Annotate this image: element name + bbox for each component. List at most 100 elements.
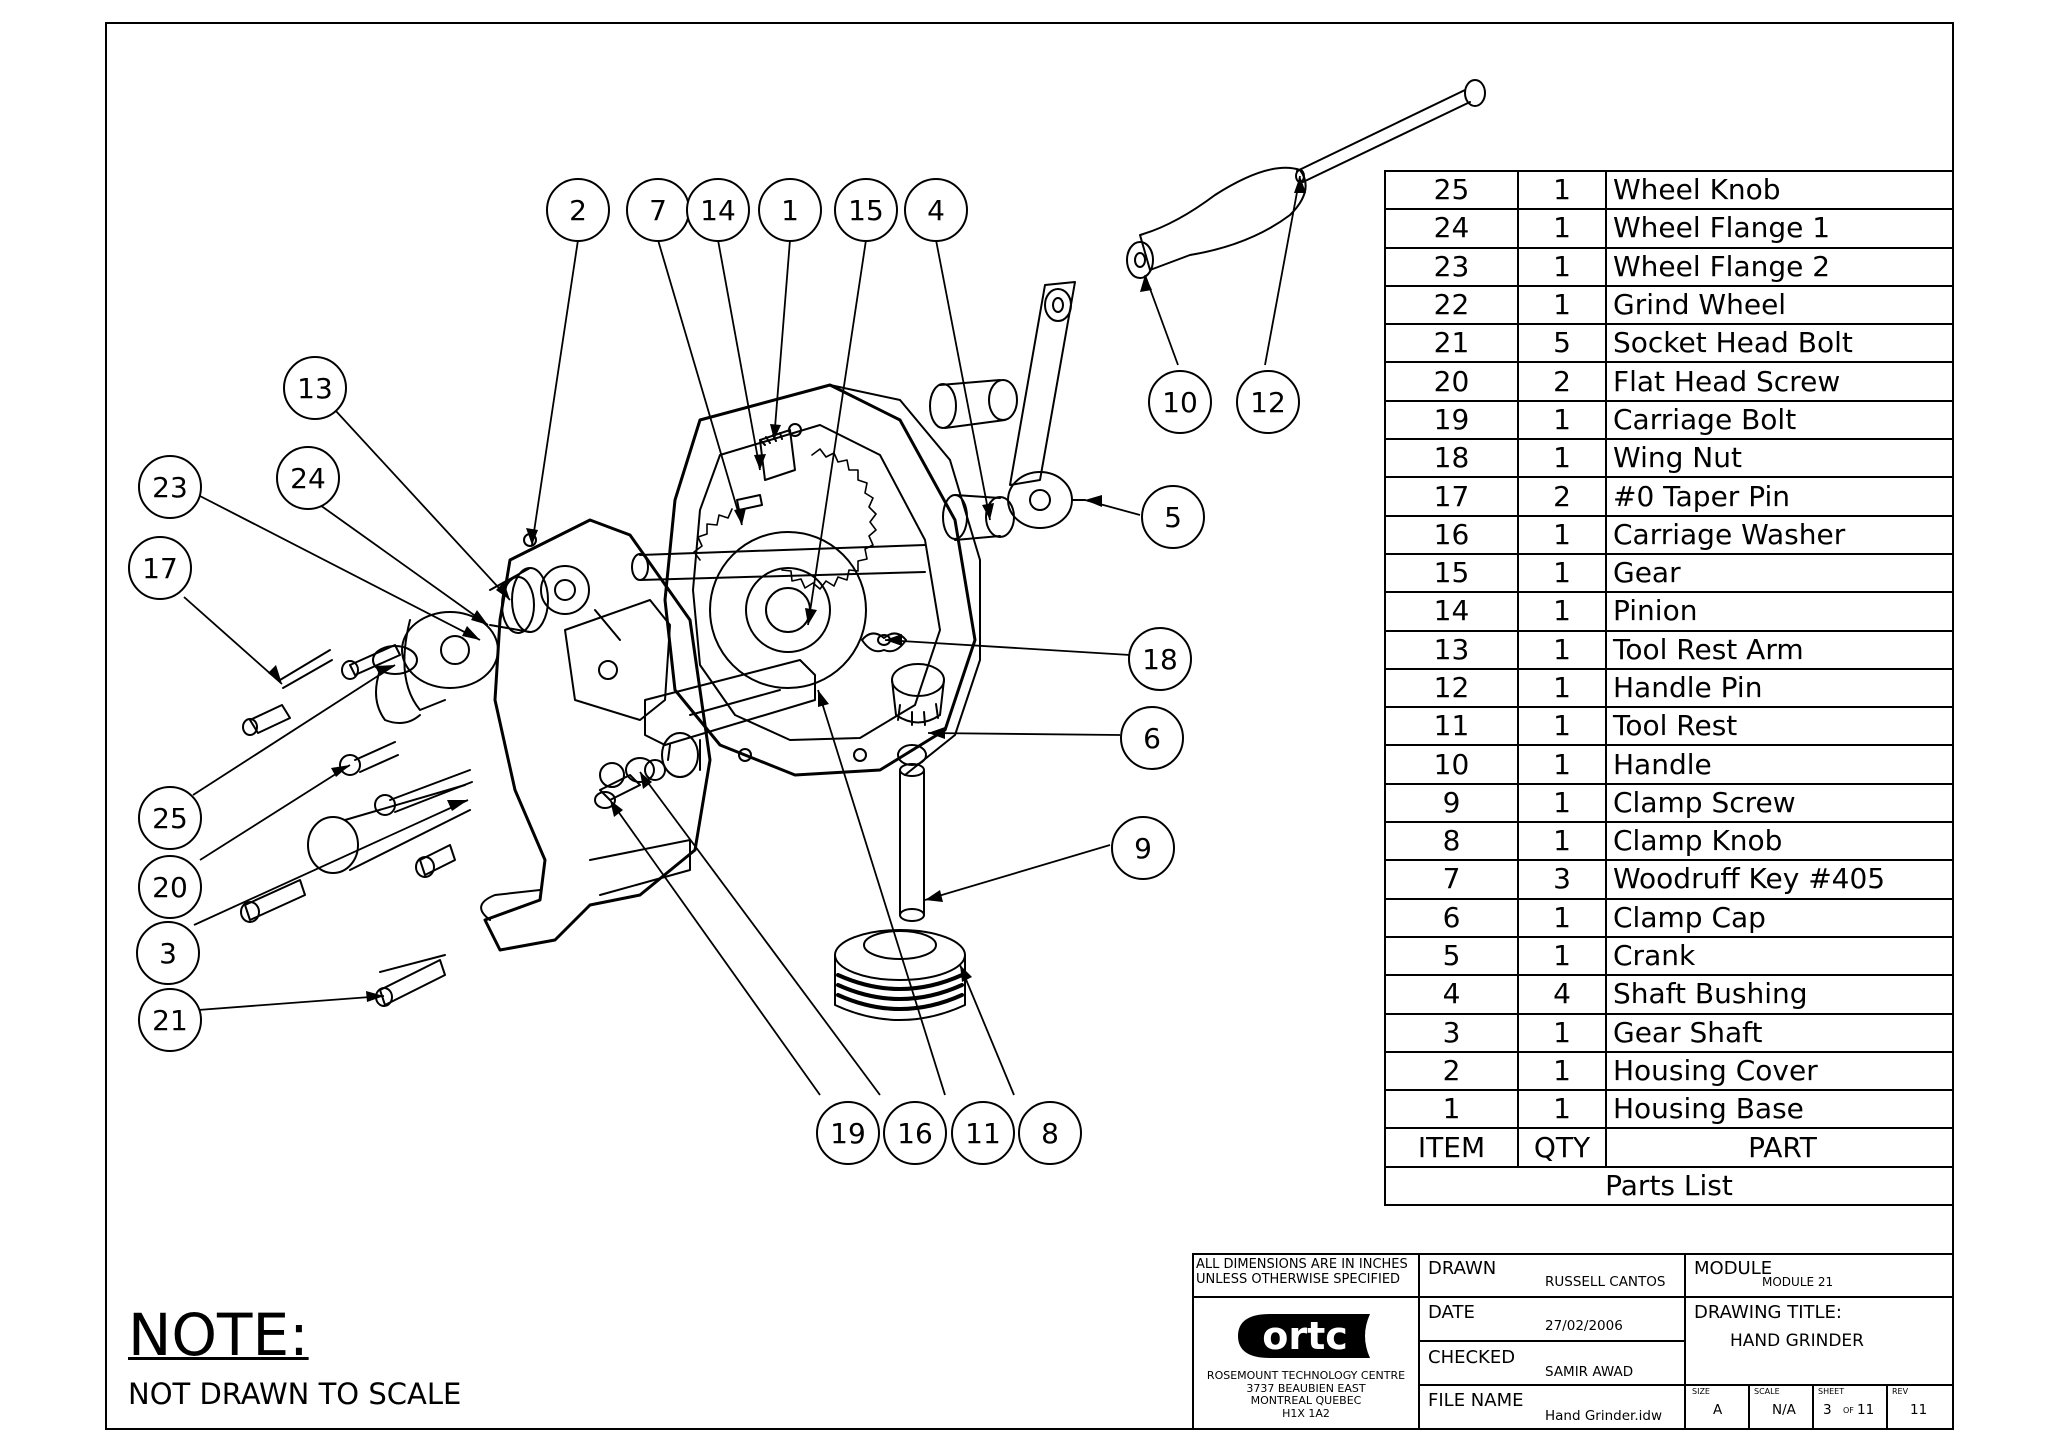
item-balloon: 20 [138,855,202,919]
row-qty: 1 [1517,591,1607,632]
header-qty: QTY [1517,1127,1607,1168]
org-name: ROSEMOUNT TECHNOLOGY CENTRE [1206,1369,1406,1382]
balloon-label: 8 [1041,1117,1059,1150]
org-address-line-2: MONTREAL QUEBEC [1250,1394,1362,1408]
item-balloon: 4 [904,178,968,242]
size-value: A [1713,1402,1723,1418]
file-name-value: Hand Grinder.idw [1545,1408,1662,1424]
housing-base-part [663,383,981,777]
item-balloon: 5 [1141,485,1205,549]
row-part: Grind Wheel [1605,284,1954,326]
item-balloon: 1 [758,178,822,242]
balloon-circle [1236,370,1300,434]
balloon-label: 9 [1134,832,1152,865]
balloon-label: 21 [152,1004,188,1037]
rev-cell [1886,1384,1954,1430]
dimensions-note: ALL DIMENSIONS ARE IN INCHES UNLESS OTHE… [1196,1257,1408,1287]
row-part: Clamp Knob [1605,821,1954,862]
row-part: Shaft Bushing [1605,974,1954,1015]
row-qty: 1 [1517,744,1607,785]
balloon-circle [686,178,750,242]
note-text: NOT DRAWN TO SCALE [128,1377,462,1411]
wheel-flange-part [401,567,549,711]
row-qty: 5 [1517,323,1607,364]
balloon-label: 5 [1164,501,1182,534]
row-item: 10 [1384,744,1519,785]
note-title: NOTE: [128,1301,309,1369]
row-item: 11 [1384,706,1519,747]
balloon-circle [138,988,202,1052]
item-balloon: 21 [138,988,202,1052]
row-part: Wheel Flange 2 [1605,246,1954,287]
crank-part [1007,281,1086,529]
rev-label: REV [1892,1387,1909,1396]
row-part: Gear [1605,552,1954,594]
row-item: 22 [1384,284,1519,326]
balloon-label: 4 [927,194,945,227]
balloon-circle [816,1101,880,1165]
item-balloon: 25 [138,786,202,850]
item-balloon: 2 [546,178,610,242]
balloon-circle [883,1101,947,1165]
balloon-circle [1111,816,1175,880]
row-item: 18 [1384,438,1519,479]
handle-part [1126,166,1307,279]
row-qty: 1 [1517,667,1607,709]
row-qty: 2 [1517,361,1607,402]
row-part: Housing Base [1605,1089,1954,1130]
row-qty: 1 [1517,821,1607,862]
balloon-circle [1141,485,1205,549]
drawing-title-label: DRAWING TITLE: [1694,1302,1842,1323]
sheet-label: SHEET [1818,1387,1845,1396]
row-qty: 1 [1517,706,1607,747]
balloon-circle [138,455,202,519]
row-item: 17 [1384,476,1519,517]
row-part: Tool Rest Arm [1605,629,1954,670]
balloon-label: 16 [897,1117,933,1150]
row-qty: 2 [1517,476,1607,517]
balloon-label: 1 [781,194,799,227]
row-qty: 1 [1517,935,1607,977]
row-qty: 1 [1517,1089,1607,1130]
row-part: Flat Head Screw [1605,361,1954,402]
balloon-circle [1120,706,1184,770]
row-part: Clamp Cap [1605,897,1954,938]
org-divider [1192,1296,1420,1298]
balloon-circle [834,178,898,242]
row-part: Gear Shaft [1605,1012,1954,1053]
handle-pin-part [1295,79,1486,183]
row-item: 25 [1384,169,1519,211]
row-qty: 3 [1517,859,1607,900]
balloon-label: 10 [1162,386,1198,419]
balloon-label: 20 [152,871,188,904]
drawn-label: DRAWN [1428,1258,1497,1279]
parts-list-header-row: ITEM QTY PART [1384,1127,1954,1168]
logo-text: ortc [1262,1314,1348,1358]
socket-head-bolt-part [240,644,456,1007]
row-qty: 1 [1517,284,1607,326]
item-balloon: 16 [883,1101,947,1165]
row-qty: 1 [1517,1050,1607,1092]
row-part: Wing Nut [1605,438,1954,479]
item-balloon: 8 [1018,1101,1082,1165]
item-balloon: 9 [1111,816,1175,880]
row-qty: 1 [1517,629,1607,670]
sheet-value: 3 [1823,1402,1832,1418]
balloon-label: 19 [830,1117,866,1150]
header-item: ITEM [1384,1127,1519,1168]
item-balloon: 19 [816,1101,880,1165]
balloon-circle [546,178,610,242]
tool-rest-arm-part [564,599,671,721]
row-qty: 1 [1517,782,1607,824]
item-balloon: 12 [1236,370,1300,434]
balloon-circle [1148,370,1212,434]
row-part: Housing Cover [1605,1050,1954,1092]
